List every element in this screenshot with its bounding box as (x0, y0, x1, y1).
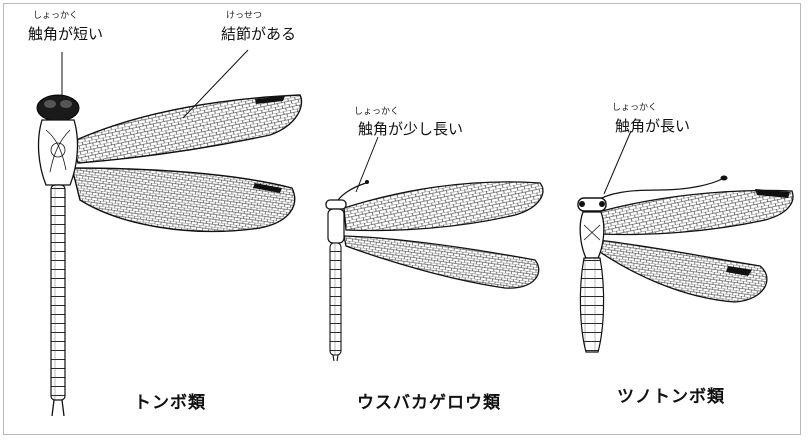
owlfly-antenna-reading: しょっかく (612, 102, 657, 113)
antlion-antenna-reading: しょっかく (354, 106, 399, 117)
owlfly-antenna-label: 触角が長い (615, 117, 690, 135)
dragonfly-caption: トンボ類 (134, 393, 206, 413)
owlfly-illustration (578, 176, 793, 353)
antlion-forewing (344, 182, 543, 231)
dragonfly-antenna-label: 触角が短い (28, 25, 103, 43)
dragonfly-illustration (37, 95, 301, 416)
antlion-caption: ウスバカゲロウ類 (357, 392, 501, 413)
antlion-antenna-label: 触角が少し長い (358, 120, 463, 138)
antlion-head (326, 200, 346, 209)
owlfly-abdomen (580, 258, 603, 352)
dragonfly-node-reading: けっせつ (226, 10, 262, 21)
dragonfly-abdomen (51, 185, 65, 400)
dragonfly-head (37, 95, 79, 121)
dragonfly-antenna-reading: しょっかく (33, 10, 78, 21)
antlion-illustration (326, 180, 543, 361)
owlfly-caption: ツノトンボ類 (617, 387, 725, 407)
dragonfly-node-label: 結節がある (221, 25, 296, 43)
dragonfly-forewing (72, 95, 301, 163)
owlfly-antenna-leader (604, 131, 631, 194)
owlfly-forewing (598, 190, 793, 234)
antlion-abdomen (330, 243, 341, 355)
dragonfly-hindwing (72, 168, 295, 231)
antlion-hindwing (344, 236, 539, 288)
dragonfly-thorax (39, 120, 78, 185)
